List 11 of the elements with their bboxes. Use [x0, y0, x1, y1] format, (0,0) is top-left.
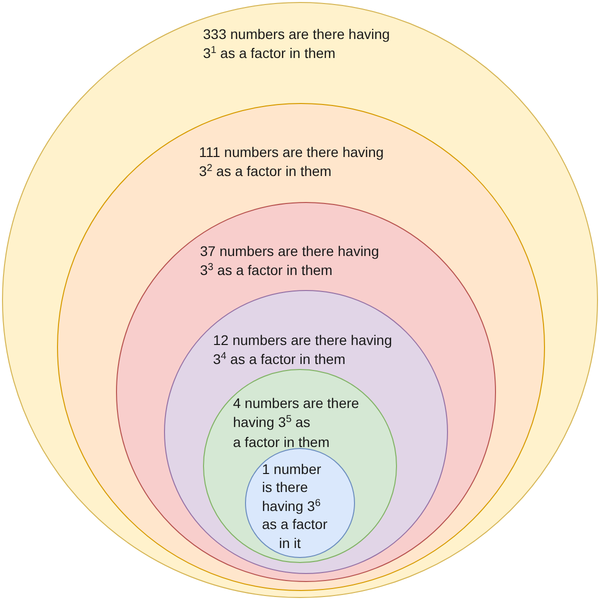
circle-label: 4 numbers are there having 3$^{5}$ as a factor in them: [233, 394, 360, 452]
circle-label: 37 numbers are there having 3$^{3}$ as a factor in them: [200, 242, 379, 280]
circle-label: 111 numbers are there having 3$^{2}$ as a factor in them: [199, 142, 384, 180]
nested-circle: [203, 369, 397, 563]
nested-circle: [57, 103, 545, 591]
nested-circle: [245, 448, 355, 558]
nested-circle: [116, 202, 496, 582]
circle-label: 333 numbers are there having 3$^{1}$ as a factor in them: [203, 24, 390, 62]
circle-label: 12 numbers are there having 3$^{4}$ as a factor in them: [213, 330, 392, 368]
nested-circle: [164, 290, 448, 574]
circle-label: 1 number is there having 3$^{6}$ as a factor in it: [262, 460, 328, 552]
